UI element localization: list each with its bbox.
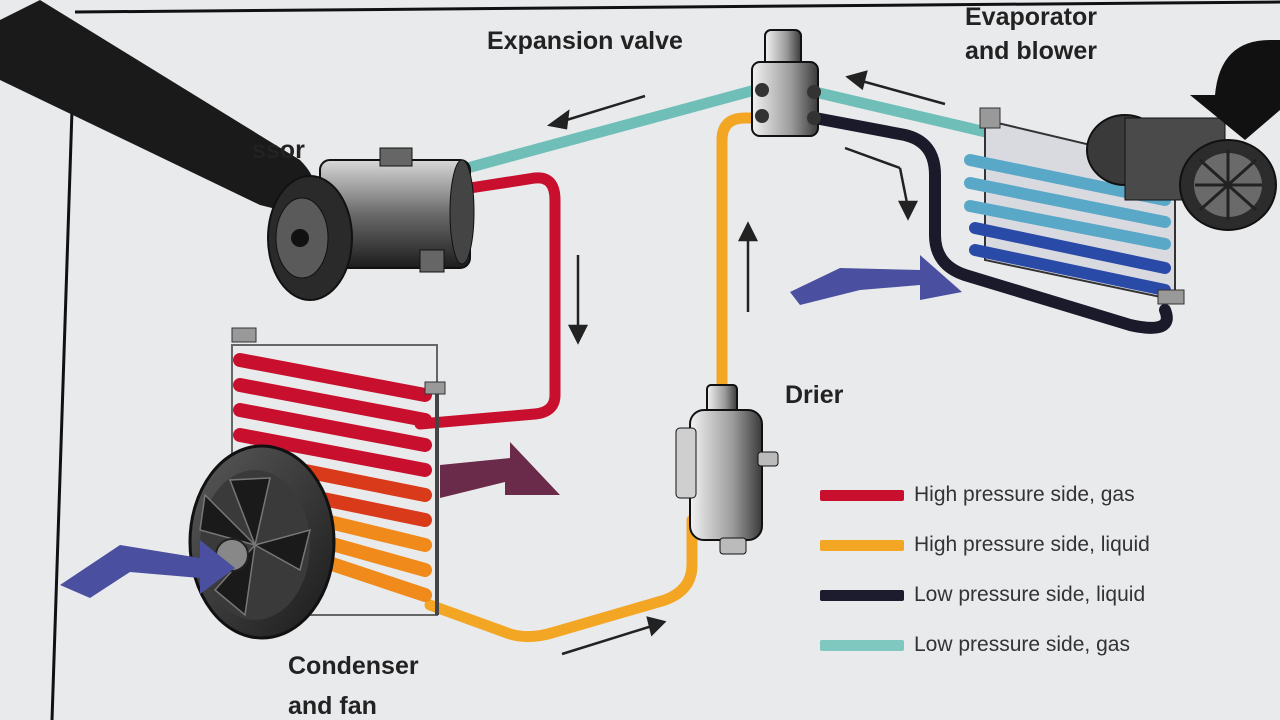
high-gas-line	[414, 172, 561, 430]
compressor-icon	[267, 147, 475, 301]
legend-label: Low pressure side, liquid	[914, 583, 1146, 606]
legend-swatch-high-liquid	[820, 539, 904, 551]
condenser-label-line1: Condenser	[288, 652, 419, 680]
condenser-fan-icon	[188, 444, 336, 640]
legend-item: Low pressure side, liquid	[820, 570, 1260, 620]
legend-label: High pressure side, gas	[914, 483, 1135, 506]
low-liquid-line	[809, 112, 1173, 334]
compressor-label: ssor	[252, 136, 305, 164]
drier-label: Drier	[785, 381, 844, 409]
condenser-label-line2: and fan	[288, 692, 377, 720]
high-liquid-line-condenser-drier	[424, 514, 698, 643]
air-into-evaporator-arrow-icon	[790, 255, 962, 305]
legend: High pressure side, gas High pressure si…	[820, 470, 1260, 670]
frame-left-line	[50, 109, 74, 720]
air-into-condenser-arrow-icon	[60, 540, 235, 598]
air-out-condenser-arrow-icon	[440, 442, 560, 498]
high-liquid-line-drier-valve	[716, 112, 766, 398]
legend-swatch-low-gas	[820, 639, 904, 651]
pointer-stick	[0, 0, 315, 215]
blower-icon	[1086, 114, 1277, 231]
evaporator-label-line1: Evaporator	[965, 3, 1097, 31]
flow-direction-arrows	[546, 70, 946, 656]
drier-icon	[675, 384, 779, 555]
expansion-valve-label: Expansion valve	[487, 27, 683, 55]
frame-top-line	[74, 0, 1280, 14]
expansion-valve-icon	[751, 29, 821, 137]
legend-item: High pressure side, gas	[820, 470, 1260, 520]
legend-item: High pressure side, liquid	[820, 520, 1260, 570]
legend-label: High pressure side, liquid	[914, 533, 1150, 556]
legend-item: Low pressure side, gas	[820, 620, 1260, 670]
legend-label: Low pressure side, gas	[914, 633, 1130, 656]
legend-swatch-low-liquid	[820, 589, 904, 601]
evaporator-label-line2: and blower	[965, 37, 1097, 65]
air-return-arrow-icon	[1190, 40, 1280, 140]
legend-swatch-high-gas	[820, 489, 904, 501]
low-gas-line-compressor	[454, 84, 761, 176]
